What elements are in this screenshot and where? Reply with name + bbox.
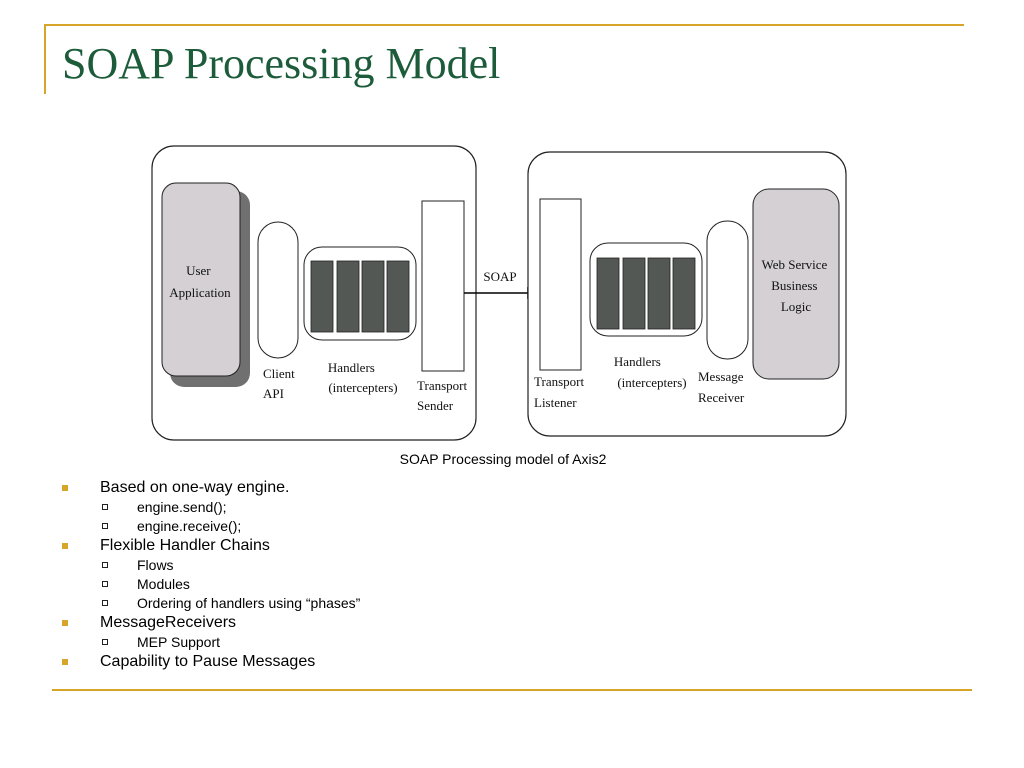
square-bullet-icon [62, 620, 68, 626]
hollow-square-bullet-icon [102, 562, 108, 568]
message-receiver-label: Message Receiver [698, 369, 747, 405]
bullet-text: Based on one-way engine. [100, 479, 290, 496]
slide-title: SOAP Processing Model [62, 39, 501, 88]
sub-bullet-text: Modules [137, 576, 190, 592]
sub-bullet-text: engine.receive(); [137, 518, 242, 534]
square-bullet-icon [62, 659, 68, 665]
soap-diagram: User Application Client API Handlers (in… [151, 145, 847, 441]
soap-label: SOAP [483, 269, 516, 284]
bullet-item: Capability to Pause Messages [62, 652, 360, 672]
client-handler-2 [336, 260, 360, 333]
sub-bullet-item: MEP Support [62, 633, 360, 652]
hollow-square-bullet-icon [102, 523, 108, 529]
sub-bullet-text: engine.send(); [137, 499, 227, 515]
user-application-label: User Application [169, 263, 231, 300]
web-service-label: Web Service Business Logic [762, 257, 831, 314]
bullet-list: Based on one-way engine. engine.send(); … [62, 478, 360, 672]
sub-bullet-item: engine.receive(); [62, 517, 360, 536]
bullet-item: Based on one-way engine. [62, 478, 360, 498]
client-api-box [257, 221, 299, 359]
sub-bullet-item: engine.send(); [62, 498, 360, 517]
bullet-item: MessageReceivers [62, 613, 360, 633]
client-handler-4 [386, 260, 410, 333]
diagram-caption: SOAP Processing model of Axis2 [399, 451, 607, 467]
sub-bullet-item: Modules [62, 575, 360, 594]
transport-sender-label: Transport Sender [417, 378, 470, 413]
server-handlers-label: Handlers (intercepters) [614, 354, 687, 390]
client-handler-3 [361, 260, 385, 333]
message-receiver-box [706, 220, 749, 360]
client-handlers-label: Handlers (intercepters) [328, 360, 398, 395]
square-bullet-icon [62, 543, 68, 549]
client-handler-1 [310, 260, 334, 333]
square-bullet-icon [62, 485, 68, 491]
sub-bullet-item: Ordering of handlers using “phases” [62, 594, 360, 613]
transport-sender-box [421, 200, 465, 372]
transport-listener-label: Transport Listener [534, 374, 587, 410]
server-handler-1 [596, 257, 620, 330]
sub-bullet-text: Flows [137, 557, 174, 573]
server-handler-3 [647, 257, 671, 330]
server-handler-2 [622, 257, 646, 330]
web-service-box [752, 188, 840, 380]
hollow-square-bullet-icon [102, 504, 108, 510]
user-application-box [161, 182, 241, 377]
accent-rule-top [44, 24, 964, 26]
hollow-square-bullet-icon [102, 600, 108, 606]
accent-rule-bottom [52, 689, 972, 691]
bullet-text: MessageReceivers [100, 614, 237, 631]
sub-bullet-text: Ordering of handlers using “phases” [137, 595, 361, 611]
server-handler-4 [672, 257, 696, 330]
bullet-item: Flexible Handler Chains [62, 536, 360, 556]
sub-bullet-item: Flows [62, 556, 360, 575]
bullet-text: Capability to Pause Messages [100, 653, 316, 670]
hollow-square-bullet-icon [102, 639, 108, 645]
hollow-square-bullet-icon [102, 581, 108, 587]
accent-rule-vertical [44, 24, 46, 94]
sub-bullet-text: MEP Support [137, 634, 221, 650]
transport-listener-box [539, 198, 582, 371]
bullet-text: Flexible Handler Chains [100, 537, 270, 554]
client-api-label: Client API [263, 366, 298, 401]
